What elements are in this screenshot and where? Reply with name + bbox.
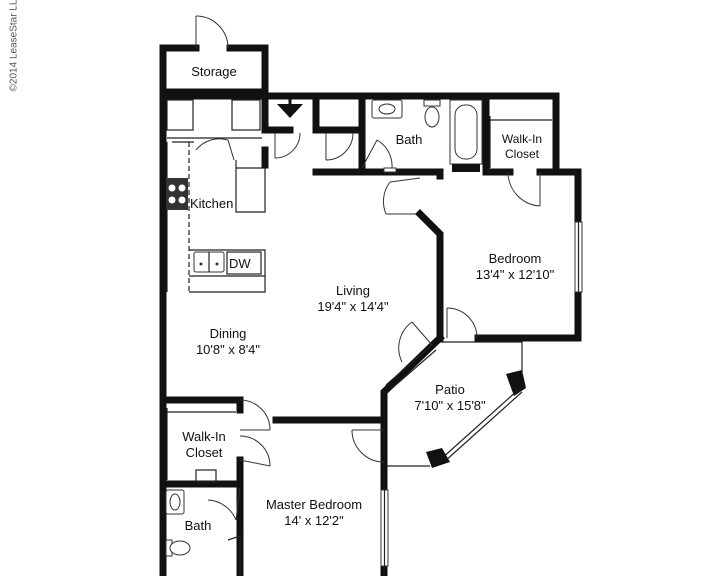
walkin-closet-top-door: [507, 171, 541, 207]
walkin-closet-top-line2: Closet: [504, 147, 539, 161]
living-name: Living: [336, 283, 370, 298]
patio-label: Patio 7'10" x 15'8": [400, 382, 500, 414]
kitchen-island: [189, 249, 266, 293]
master-bedroom-label: Master Bedroom 14' x 12'2": [250, 497, 378, 529]
bath-bottom-door: [207, 487, 241, 521]
dining-name: Dining: [209, 326, 247, 341]
dining-dims: 10'8" x 8'4": [195, 342, 261, 357]
walkin-closet-bottom-label: Walk-In Closet: [174, 429, 234, 461]
walkin-closet-bottom-door: [239, 399, 271, 467]
living-label: Living 19'4" x 14'4": [298, 283, 408, 315]
bedroom-window: [574, 221, 583, 293]
bath-door-top: [361, 139, 393, 169]
down-arrow-icon: [277, 98, 303, 118]
hallway-walls: [261, 92, 490, 176]
bedroom-dims: 13'4" x 12'10": [475, 267, 555, 282]
patio-sliding-door: [385, 344, 437, 391]
master-bedroom-name: Master Bedroom: [265, 497, 363, 512]
upper-cabinets: [166, 99, 262, 143]
patio-door-living: [398, 321, 433, 363]
kitchen-sink: [193, 251, 225, 273]
bath-bottom-label: Bath: [184, 518, 212, 533]
pantry: [235, 160, 266, 213]
living-hall-door: [382, 177, 421, 215]
dining-label: Dining 10'8" x 8'4": [178, 326, 278, 358]
kitchen-door: [195, 138, 235, 161]
walkin-closet-top-line1: Walk-In: [501, 132, 543, 146]
patio-door-master: [351, 429, 385, 463]
bedroom-label: Bedroom 13'4" x 12'10": [460, 251, 570, 283]
stove: [166, 178, 188, 210]
walkin-closet-top-shelf: [489, 116, 552, 168]
storage-door: [195, 15, 229, 49]
dishwasher-label: DW: [229, 256, 251, 271]
bedroom-name: Bedroom: [488, 251, 542, 266]
walkin-closet-bottom-line1: Walk-In: [182, 429, 226, 444]
kitchen-walls: [159, 92, 269, 576]
patio-dims: 7'10" x 15'8": [414, 398, 486, 413]
bath-top-label: Bath: [395, 132, 423, 147]
storage-label: Storage: [191, 64, 237, 79]
kitchen-label: Kitchen: [190, 196, 234, 211]
patio-walls: [380, 333, 526, 576]
bath-walls-top: [482, 92, 582, 176]
closet-door-2: [325, 132, 354, 161]
walkin-closet-bottom-line2: Closet: [185, 445, 223, 460]
dishwasher: [226, 251, 262, 275]
closet-door-1: [274, 132, 301, 159]
bath-fixtures-bottom: [165, 489, 241, 576]
bedroom-door: [446, 307, 478, 339]
patio-name: Patio: [435, 382, 465, 397]
master-bedroom-window: [380, 489, 389, 567]
kitchen-counter-left: [166, 142, 190, 292]
walkin-closet-top-label: Walk-In Closet: [492, 132, 552, 162]
bath-fixtures-top: [371, 99, 483, 173]
living-dims: 19'4" x 14'4": [317, 299, 389, 314]
master-bedroom-dims: 14' x 12'2": [284, 513, 344, 528]
